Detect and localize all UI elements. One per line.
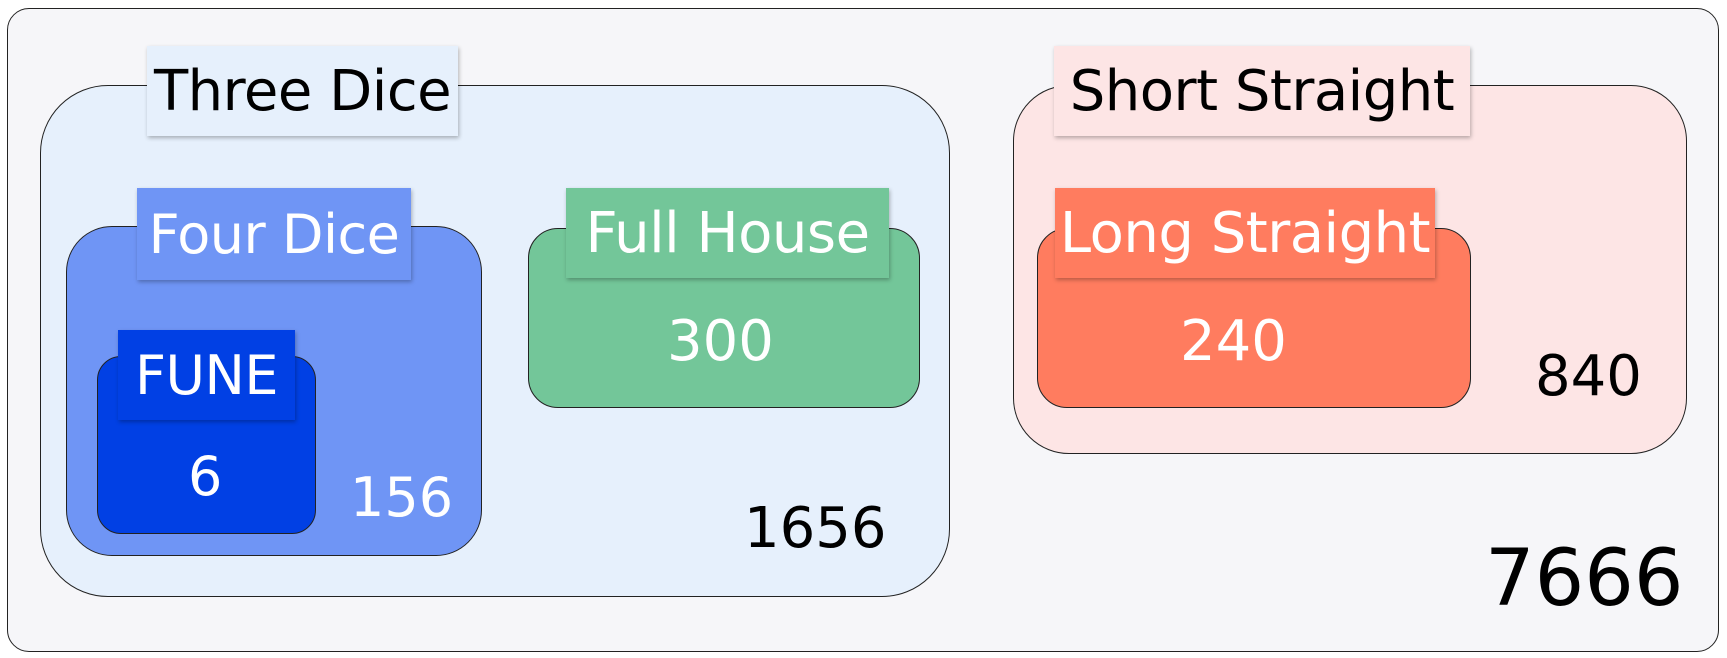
four-dice-label: Four Dice <box>137 188 411 280</box>
total-count: 7666 <box>1485 534 1684 624</box>
long-straight-label: Long Straight <box>1055 188 1435 278</box>
short-straight-count: 840 <box>1535 344 1642 409</box>
three-dice-label: Three Dice <box>147 46 458 136</box>
full-house-label: Full House <box>566 188 889 278</box>
fune-label: FUNE <box>118 330 295 420</box>
four-dice-count: 156 <box>350 466 454 529</box>
fune-count: 6 <box>188 445 223 508</box>
long-straight-count: 240 <box>1180 309 1287 374</box>
full-house-count: 300 <box>667 309 774 374</box>
three-dice-count: 1656 <box>744 496 887 561</box>
short-straight-label: Short Straight <box>1054 46 1470 136</box>
